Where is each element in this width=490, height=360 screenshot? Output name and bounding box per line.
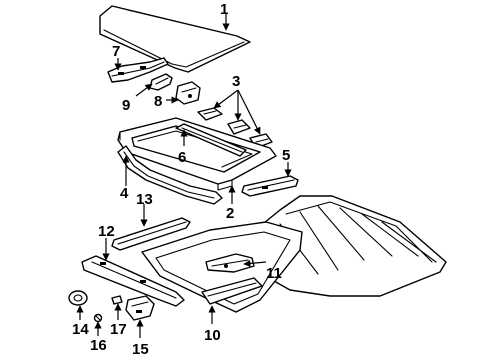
- callout-3: 3: [232, 73, 240, 90]
- callout-13: 13: [136, 191, 153, 208]
- lower-rail: [81, 255, 185, 307]
- callout-4: 4: [120, 185, 129, 202]
- side-bracket: [241, 175, 299, 197]
- sunroof-frame: [117, 117, 277, 191]
- callout-labels: 1 7 9 8 3 6 5 4 2 13 12 11 10 14 16 17 1…: [72, 1, 290, 358]
- callout-17: 17: [110, 321, 127, 338]
- switch-module: [125, 295, 155, 321]
- callout-11: 11: [266, 265, 282, 282]
- front-hinge-bracket: [107, 57, 169, 83]
- callout-12: 12: [98, 223, 115, 240]
- callout-16: 16: [90, 337, 107, 354]
- callout-7: 7: [112, 43, 120, 60]
- retainer-clip: [175, 81, 201, 105]
- drive-cable-bracket: [205, 253, 255, 273]
- callout-8: 8: [154, 93, 162, 110]
- callout-6: 6: [178, 149, 186, 166]
- callout-15: 15: [132, 341, 149, 358]
- leader-lines: [76, 14, 292, 338]
- callout-14: 14: [72, 321, 89, 338]
- callout-2: 2: [226, 205, 234, 222]
- small-clip: [111, 295, 123, 305]
- screw: [93, 313, 103, 323]
- callout-5: 5: [282, 147, 290, 164]
- trim-strip: [111, 217, 191, 251]
- callout-9: 9: [122, 97, 130, 114]
- sunroof-motor: [68, 290, 88, 306]
- callout-1: 1: [220, 1, 228, 18]
- hinge-arm: [149, 73, 173, 91]
- callout-10: 10: [204, 327, 221, 344]
- weatherstrip-seal: [117, 145, 223, 205]
- glass-panel: [99, 5, 251, 73]
- inner-rail: [175, 123, 247, 157]
